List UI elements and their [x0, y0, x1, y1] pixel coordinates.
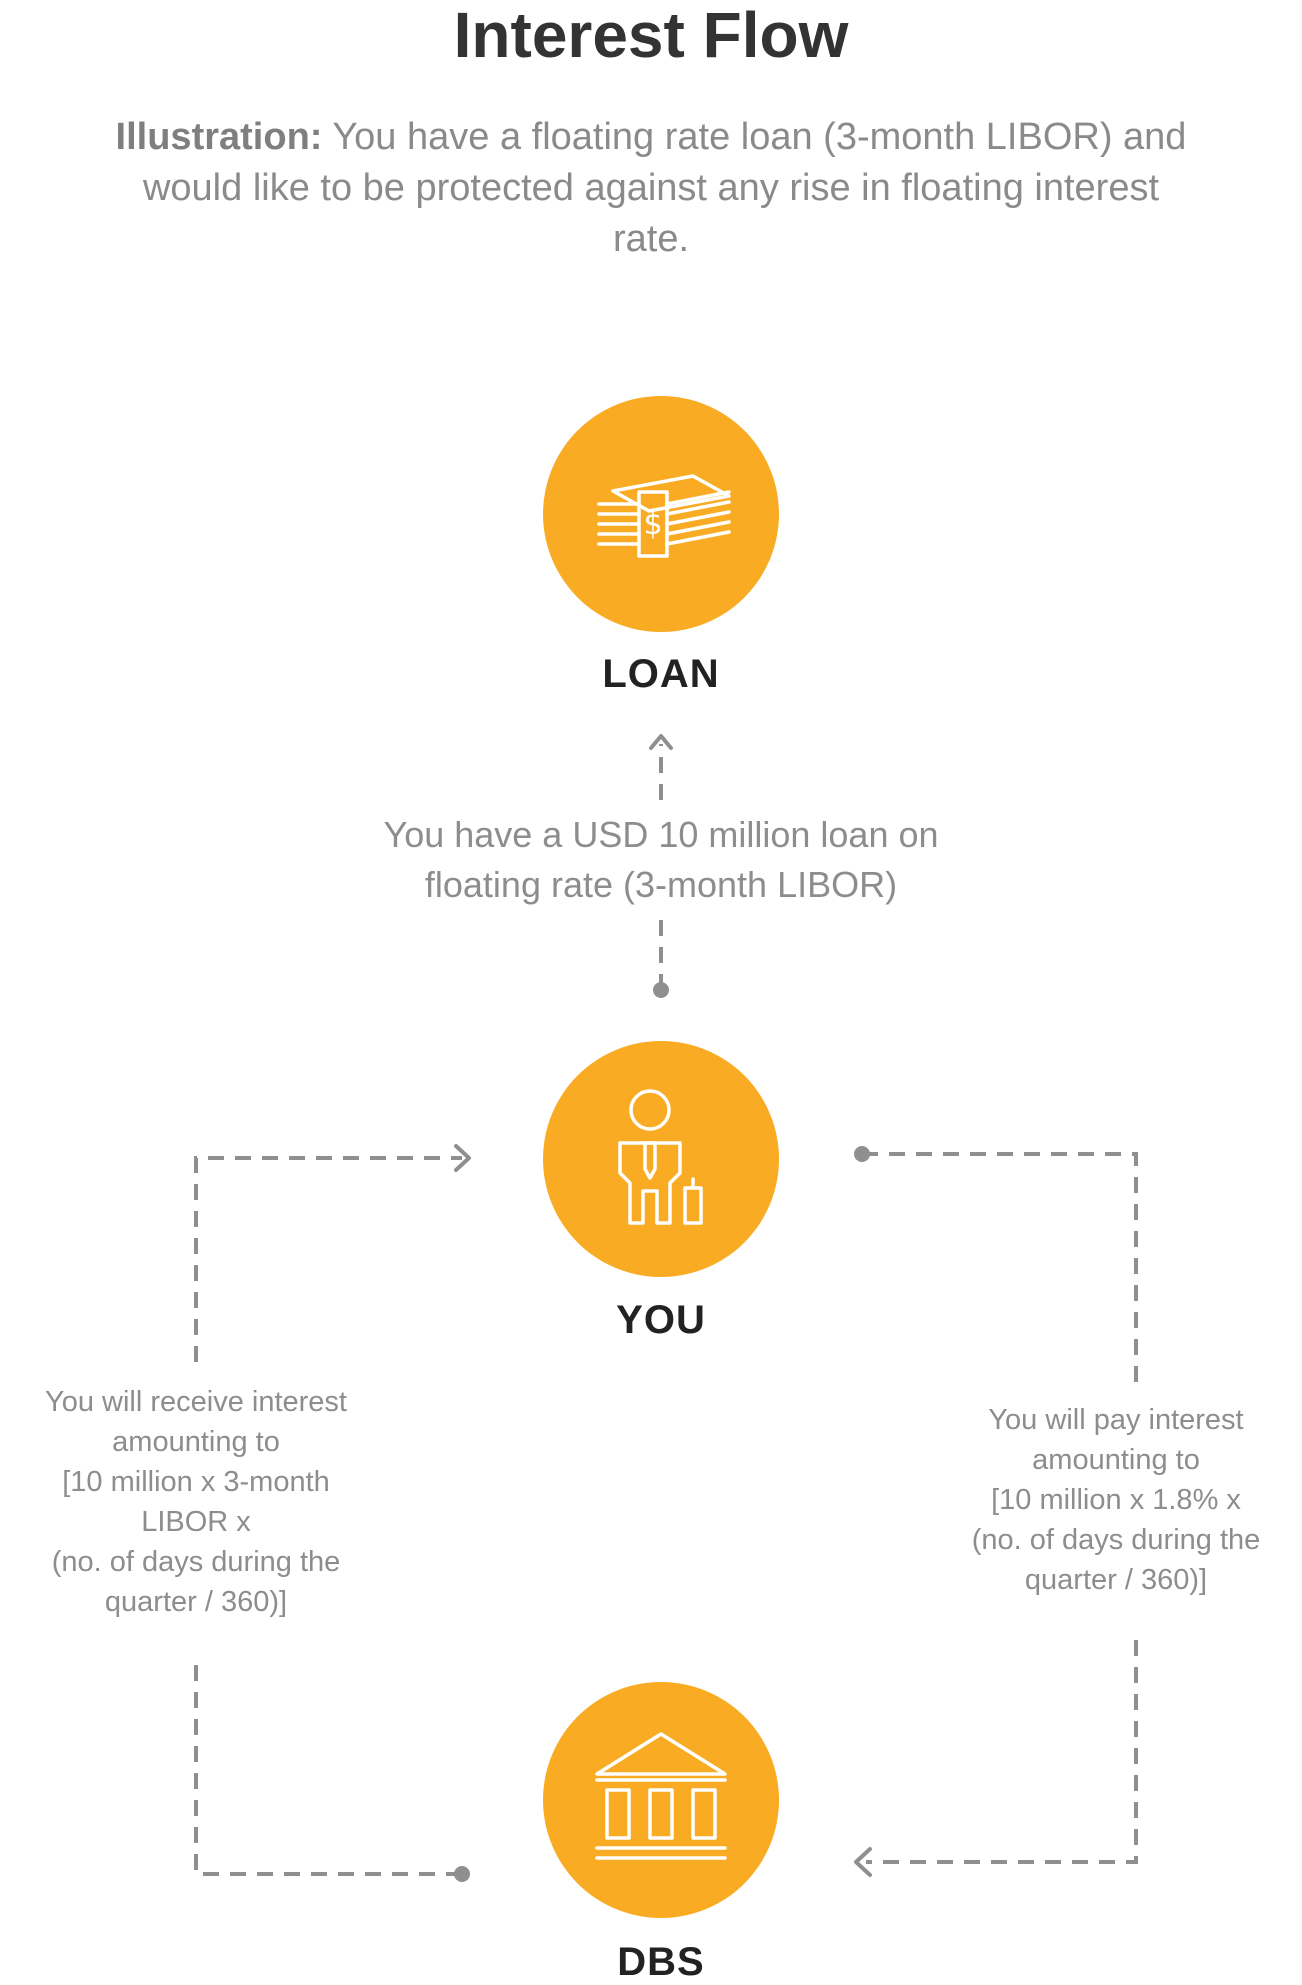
arrowhead-you — [454, 1144, 471, 1172]
you-label: YOU — [616, 1298, 706, 1342]
you-node — [543, 1041, 779, 1277]
connector-you-to-dbs-lower — [866, 1640, 1138, 1864]
loan-label: LOAN — [602, 652, 720, 696]
connector-dot-dbs-left — [454, 1866, 470, 1882]
receive-interest-note: You will receive interest amounting to [… — [20, 1382, 372, 1622]
arrowhead-loan — [649, 734, 673, 750]
loan-node: $ — [543, 396, 779, 632]
connector-you-to-dbs-upper — [862, 1152, 1138, 1390]
dbs-label: DBS — [617, 1940, 705, 1984]
connector-dot-you-right — [854, 1146, 870, 1162]
dbs-node — [543, 1682, 779, 1918]
loan-link-note: You have a USD 10 million loan on floati… — [331, 810, 991, 910]
receive-note-line-2: amounting to — [112, 1426, 280, 1458]
receive-note-line-6: quarter / 360)] — [104, 1586, 288, 1618]
connector-dot-you-loan — [653, 982, 669, 998]
pay-note-line-2: amounting to — [1032, 1444, 1200, 1476]
svg-text:$: $ — [643, 507, 662, 542]
illustration-lead: Illustration: — [115, 116, 323, 158]
arrowhead-dbs — [854, 1847, 872, 1877]
page-title: Interest Flow — [453, 0, 849, 71]
pay-note-line-3: [10 million x 1.8% x — [991, 1484, 1241, 1516]
receive-note-line-5: (no. of days during the — [51, 1546, 341, 1578]
money-stack-icon: $ — [597, 474, 731, 558]
illustration-text: Illustration: You have a floating rate l… — [100, 112, 1202, 265]
pay-note-line-1: You will pay interest — [988, 1404, 1244, 1436]
pay-note-line-5: quarter / 360)] — [1024, 1564, 1208, 1596]
receive-note-line-3: [10 million x 3-month — [62, 1466, 330, 1498]
bank-icon — [595, 1732, 727, 1860]
connector-dbs-to-you-upper — [194, 1156, 462, 1362]
receive-note-line-1: You will receive interest — [45, 1386, 347, 1418]
receive-note-line-4: LIBOR x — [141, 1506, 251, 1538]
loan-link-note-line-2: floating rate (3-month LIBOR) — [424, 864, 898, 905]
illustration-line-1: You have a floating rate loan (3-month L… — [332, 116, 1187, 158]
pay-interest-note: You will pay interest amounting to [10 m… — [940, 1400, 1292, 1600]
illustration-line-2: would like to be protected against any r… — [142, 167, 1160, 260]
loan-link-note-line-1: You have a USD 10 million loan on — [383, 814, 939, 855]
connector-dbs-to-you-lower — [194, 1660, 462, 1876]
pay-note-line-4: (no. of days during the — [971, 1524, 1261, 1556]
person-icon — [618, 1089, 703, 1225]
